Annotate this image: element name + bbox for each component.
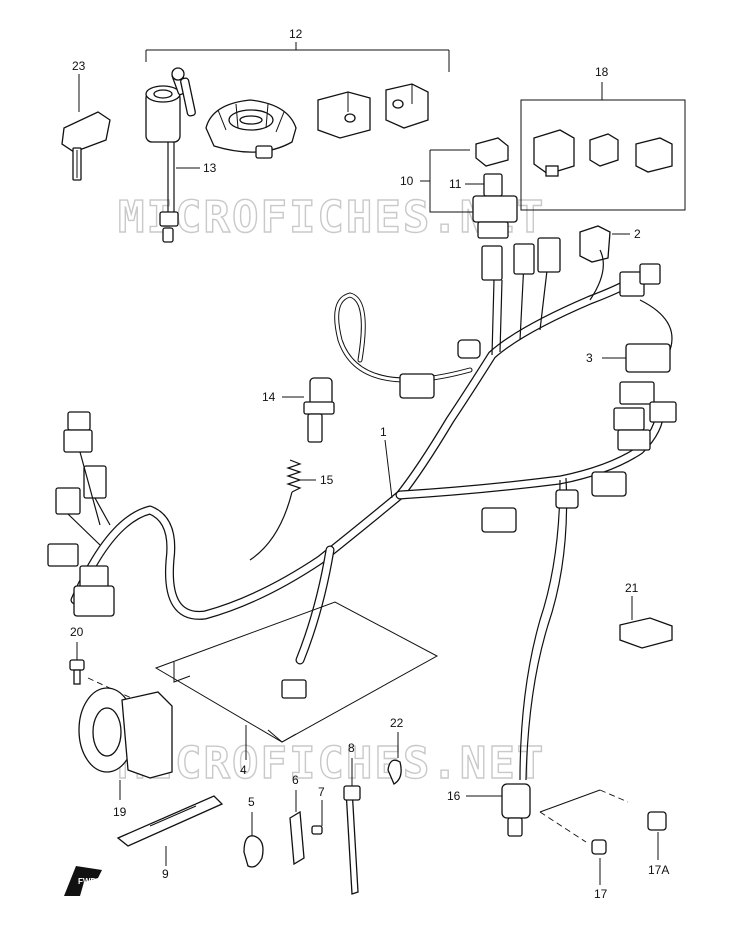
fwd-label: FWD (78, 877, 96, 886)
box-part-18 (520, 82, 686, 211)
screw-part-17a (647, 811, 667, 860)
ignition-cover (205, 99, 297, 159)
label-part-15: 15 (320, 473, 334, 487)
cable-tie-part-8 (343, 758, 361, 895)
label-part-23: 23 (72, 59, 86, 73)
label-part-5: 5 (248, 795, 255, 809)
fwd-arrow: FWD (64, 866, 102, 896)
label-part-9: 9 (162, 867, 169, 881)
left-connector-cluster (47, 411, 115, 617)
ignition-key (61, 111, 111, 181)
label-part-10: 10 (400, 174, 414, 188)
label-part-13: 13 (203, 161, 217, 175)
ignition-switch (145, 67, 196, 243)
lock-cap-a (317, 91, 371, 139)
label-part-22: 22 (390, 716, 404, 730)
pad-part-21 (619, 596, 673, 649)
relay-assembly (420, 137, 518, 239)
label-part-7: 7 (318, 785, 325, 799)
label-part-17: 17 (594, 887, 608, 901)
main-wiring-harness (70, 249, 673, 781)
label-part-8: 8 (348, 741, 355, 755)
label-part-3: 3 (586, 351, 593, 365)
label-part-1: 1 (380, 425, 387, 439)
sheet-part-4 (154, 601, 439, 760)
label-part-17a: 17A (648, 863, 669, 877)
lock-cap-b (385, 83, 429, 129)
label-part-21: 21 (625, 581, 639, 595)
bracket-part-6 (289, 790, 305, 866)
screw-part-7 (311, 800, 323, 835)
label-part-6: 6 (292, 773, 299, 787)
label-part-2: 2 (634, 227, 641, 241)
connector-cover-2 (579, 225, 630, 263)
spring (249, 459, 316, 561)
watermark-bottom: MICROFICHES.NET (118, 738, 545, 789)
label-part-14: 14 (262, 390, 276, 404)
clamp-part-5 (243, 812, 264, 868)
clamp-part-9 (116, 795, 224, 866)
label-part-11: 11 (449, 177, 462, 191)
brake-switch (282, 377, 335, 443)
right-connector-cluster (399, 237, 677, 533)
label-part-4: 4 (240, 763, 247, 777)
clamp-part-22 (387, 732, 402, 785)
bracket-part-12 (145, 42, 450, 72)
label-part-20: 20 (70, 625, 84, 639)
sensor-part-16 (466, 783, 601, 837)
label-part-19: 19 (113, 805, 127, 819)
label-part-18: 18 (595, 65, 609, 79)
connector-cover-3 (602, 343, 671, 373)
label-part-12: 12 (289, 27, 303, 41)
screw-part-17 (539, 789, 629, 885)
label-part-16: 16 (447, 789, 461, 803)
horn (69, 642, 173, 800)
